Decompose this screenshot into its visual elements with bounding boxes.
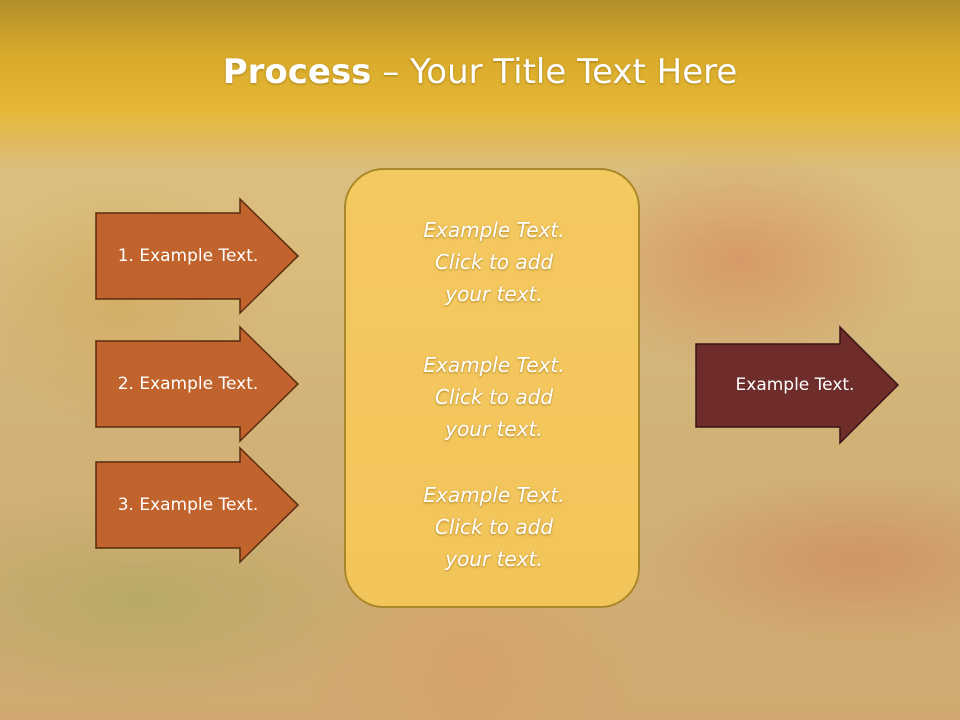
title-band — [0, 0, 960, 170]
step-arrow-2-label: 2. Example Text. — [117, 374, 259, 394]
step-arrow-1-shape — [95, 197, 300, 315]
center-paragraph-2-line-1: Example Text. — [423, 353, 565, 377]
output-arrow-shape — [695, 325, 900, 445]
step-arrow-2[interactable]: 2. Example Text. — [95, 325, 300, 443]
step-arrow-2-shape — [95, 325, 300, 443]
center-paragraph-1-line-3: your text. — [445, 282, 543, 306]
center-paragraph-3-line-1: Example Text. — [423, 483, 565, 507]
center-paragraph-2-line-3: your text. — [445, 417, 543, 441]
center-paragraph-3[interactable]: Example Text. Click to add your text. — [346, 479, 642, 575]
step-arrow-1-label: 1. Example Text. — [117, 246, 259, 266]
center-paragraph-3-line-3: your text. — [445, 547, 543, 571]
step-arrow-1[interactable]: 1. Example Text. — [95, 197, 300, 315]
output-arrow-label: Example Text. — [735, 375, 855, 395]
center-paragraph-1-line-2: Click to add — [434, 250, 554, 274]
step-arrow-3[interactable]: 3. Example Text. — [95, 446, 300, 564]
center-content-box[interactable]: Example Text. Click to add your text. Ex… — [344, 168, 640, 608]
center-paragraph-1-line-1: Example Text. — [423, 218, 565, 242]
center-paragraph-2[interactable]: Example Text. Click to add your text. — [346, 349, 642, 445]
step-arrow-3-label: 3. Example Text. — [117, 495, 259, 515]
slide-title[interactable]: Process – Your Title Text Here — [0, 52, 960, 92]
center-paragraph-2-line-2: Click to add — [434, 385, 554, 409]
title-bold: Process — [222, 52, 372, 92]
title-rest: – Your Title Text Here — [371, 52, 738, 92]
center-paragraph-1[interactable]: Example Text. Click to add your text. — [346, 214, 642, 310]
center-paragraph-3-line-2: Click to add — [434, 515, 554, 539]
output-arrow[interactable]: Example Text. — [695, 325, 900, 445]
step-arrow-3-shape — [95, 446, 300, 564]
